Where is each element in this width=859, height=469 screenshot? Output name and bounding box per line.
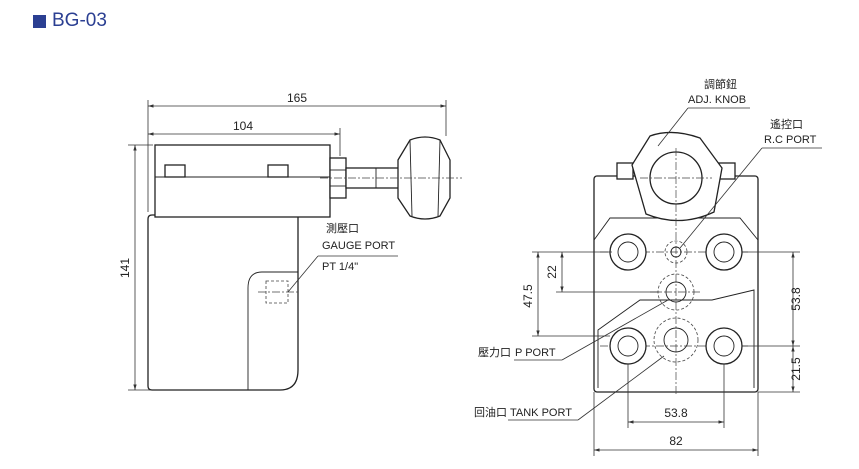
bolt-hole-tl	[609, 233, 647, 271]
knob-label-en: ADJ. KNOB	[688, 94, 746, 106]
p-label-cn: 壓力口	[478, 346, 511, 359]
p-label-en: P PORT	[515, 347, 556, 359]
gauge-port-boss	[247, 271, 298, 390]
side-body-upper	[154, 144, 331, 218]
rc-label-en: R.C PORT	[764, 134, 817, 146]
page-title: BG-03	[52, 10, 107, 31]
tank-port	[653, 317, 699, 363]
gauge-label-en: GAUGE PORT	[322, 240, 395, 252]
bolt-hole-bl	[609, 327, 647, 365]
side-view: 165 104 141 測壓口 GAUGE PORT PT 1/4"	[118, 91, 462, 391]
side-body-lower	[147, 214, 299, 391]
dim-53-8-horizontal: 53.8	[664, 406, 688, 420]
bolt-hole-tr	[705, 233, 743, 271]
dim-47-5: 47.5	[521, 284, 535, 308]
dim-22: 22	[545, 265, 559, 279]
bolt-head-left	[164, 164, 186, 178]
tank-label-cn: 回油口	[474, 405, 507, 419]
header-square-icon	[33, 14, 46, 28]
bolt-hole-br	[705, 327, 743, 365]
section-header: BG-03	[33, 10, 107, 32]
dim-21-5: 21.5	[789, 357, 803, 381]
gauge-label-cn: 測壓口	[326, 221, 359, 235]
knob-label-cn: 調節鈕	[704, 77, 737, 91]
dim-141: 141	[118, 258, 132, 278]
front-view: 22 47.5 53.8 21.5 53.8 82 調節鈕 ADJ. KNOB	[474, 77, 822, 456]
dim-165: 165	[287, 91, 307, 105]
dim-82: 82	[669, 434, 683, 448]
rc-label-cn: 遙控口	[770, 117, 803, 131]
bolt-head-right	[267, 164, 289, 178]
gauge-thread-label: PT 1/4"	[322, 261, 358, 273]
dim-53-8-vertical: 53.8	[789, 287, 803, 311]
tank-label-en: TANK PORT	[510, 407, 572, 419]
rc-port	[664, 240, 688, 264]
dim-104: 104	[233, 119, 253, 133]
